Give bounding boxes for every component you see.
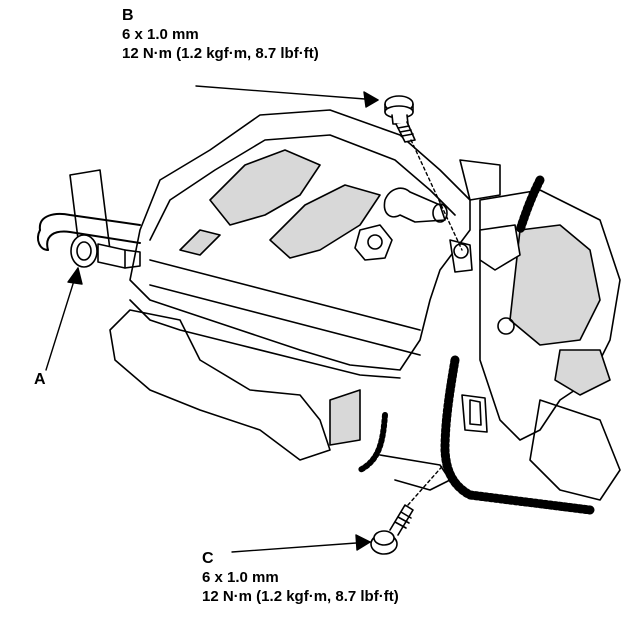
callout-a-letter: A <box>34 371 46 388</box>
callout-c: C 6 x 1.0 mm 12 N·m (1.2 kgf·m, 8.7 lbf·… <box>202 549 399 606</box>
callout-b-size: 6 x 1.0 mm <box>122 26 199 43</box>
callout-c-letter: C <box>202 550 214 567</box>
bolt-c <box>370 504 414 555</box>
callout-c-size: 6 x 1.0 mm <box>202 569 279 586</box>
leader-lines <box>45 85 463 553</box>
pcv-hose <box>354 187 448 261</box>
wire-harness <box>357 175 595 515</box>
callout-c-torque: 12 N·m (1.2 kgf·m, 8.7 lbf·ft) <box>202 588 399 605</box>
callout-b: B 6 x 1.0 mm 12 N·m (1.2 kgf·m, 8.7 lbf·… <box>122 6 319 63</box>
engine-block <box>69 169 621 501</box>
intake-manifold-cover <box>129 109 471 379</box>
mounting-bracket <box>449 159 521 335</box>
callout-b-torque: 12 N·m (1.2 kgf·m, 8.7 lbf·ft) <box>122 45 319 62</box>
callout-a: A <box>34 370 46 389</box>
callout-b-letter: B <box>122 7 134 24</box>
bolt-b <box>384 95 416 143</box>
brake-booster-hose <box>37 212 141 269</box>
